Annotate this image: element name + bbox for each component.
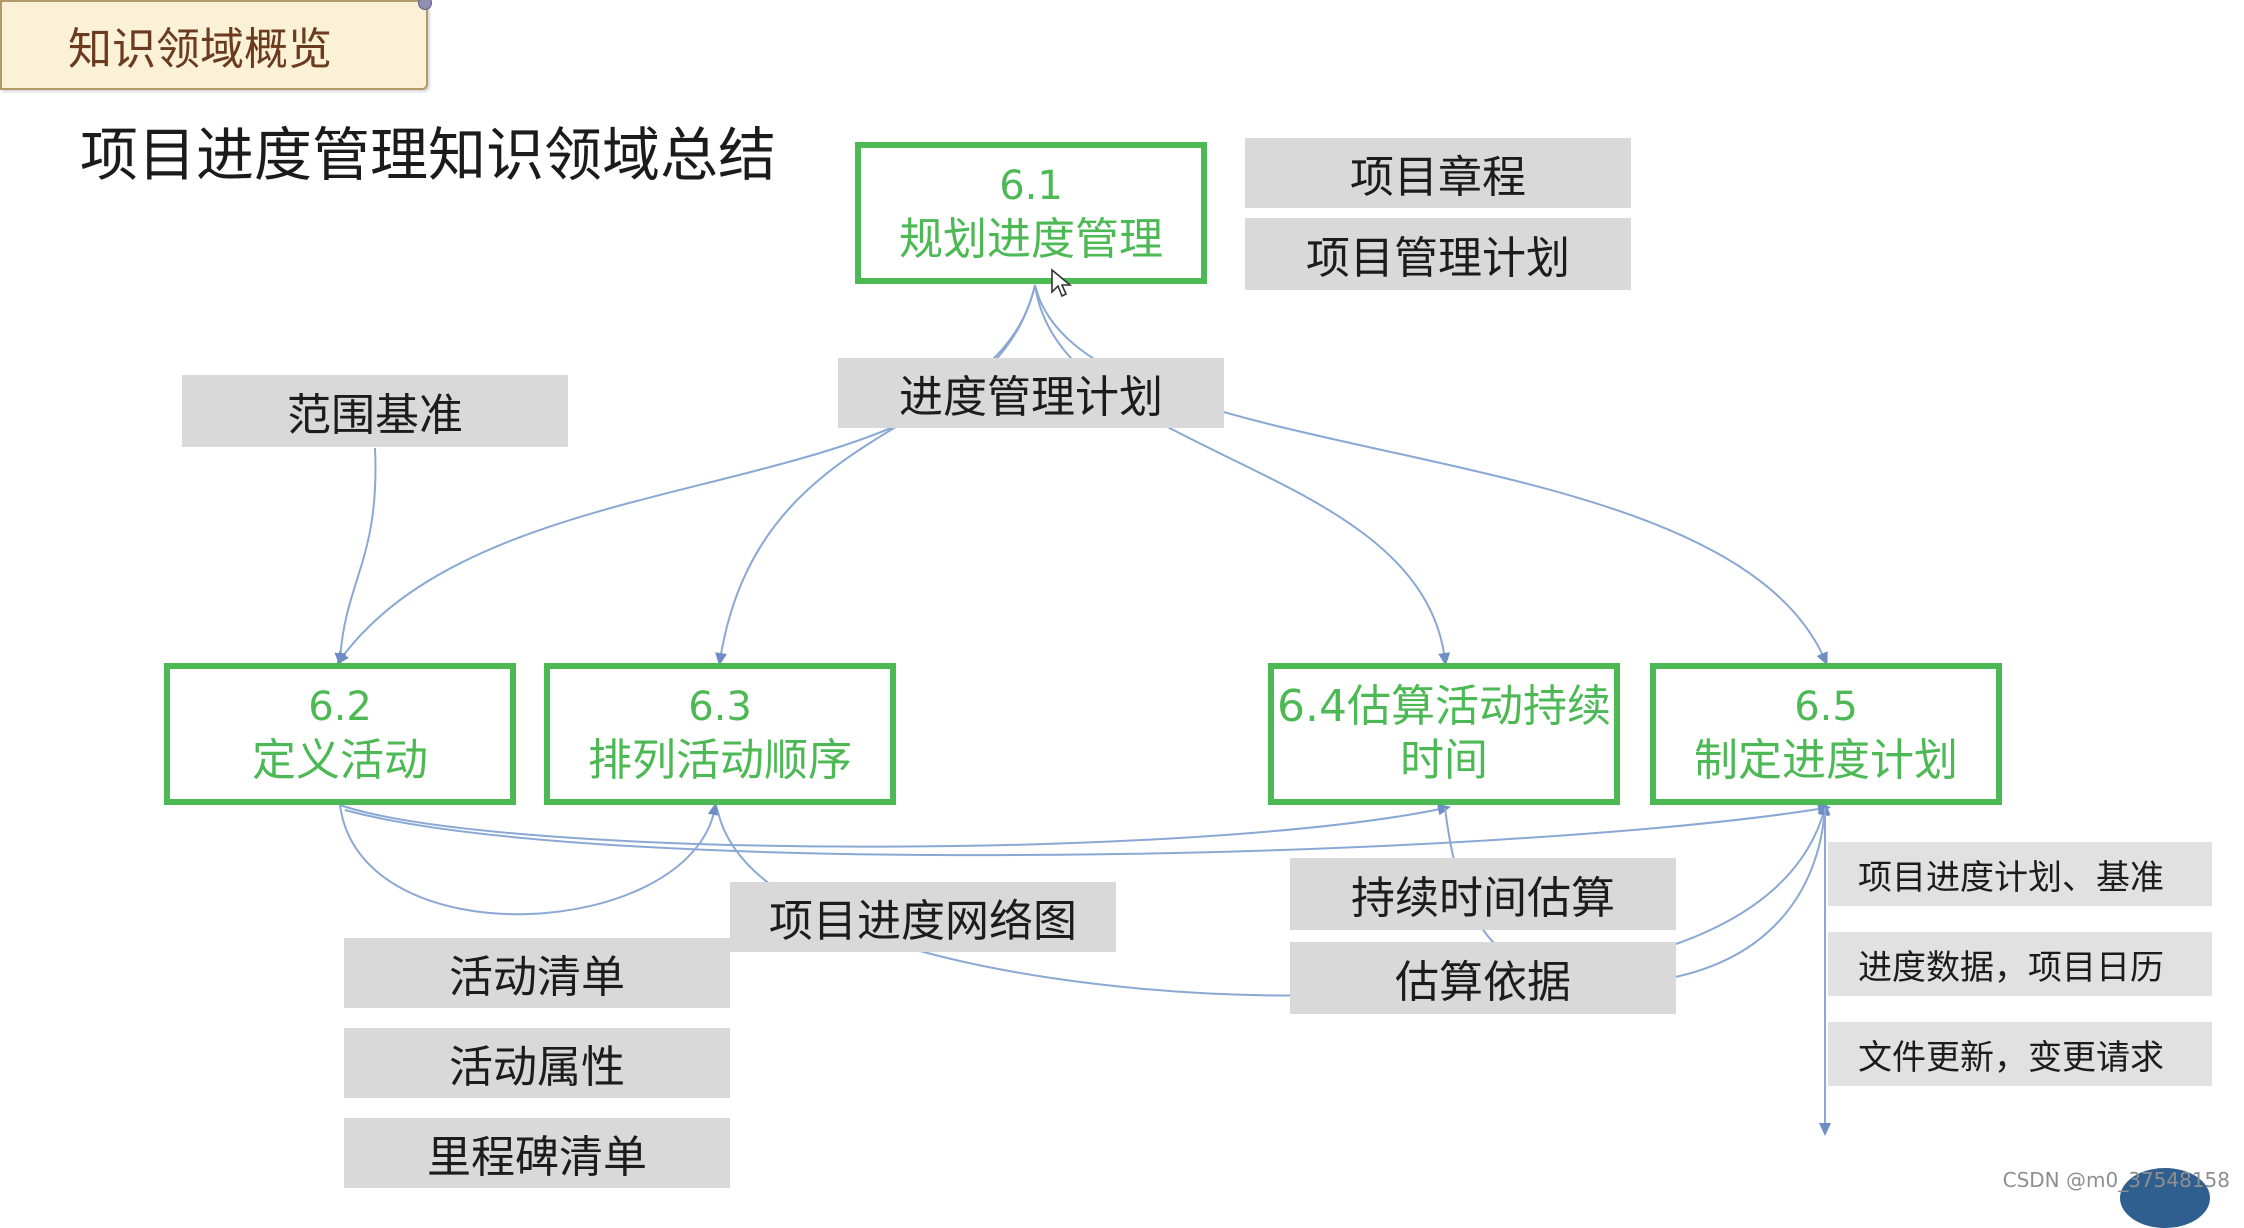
tag-pin-icon: [418, 0, 432, 10]
output-schedule-baseline: 项目进度计划、基准: [1828, 842, 2212, 906]
process-6-4: 6.4估算活动持续 时间: [1268, 663, 1620, 805]
page-title: 项目进度管理知识领域总结: [80, 121, 777, 189]
output-updates-change-requests: 文件更新，变更请求: [1828, 1022, 2212, 1086]
process-6-2: 6.2 定义活动: [164, 663, 516, 805]
output-activity-list: 活动清单: [344, 938, 730, 1008]
process-6-5-name: 制定进度计划: [1694, 735, 1958, 786]
process-6-3-name: 排列活动顺序: [588, 735, 852, 786]
output-network-diagram: 项目进度网络图: [730, 882, 1116, 952]
process-6-2-number: 6.2: [308, 684, 372, 730]
process-6-4-line2: 时间: [1400, 735, 1488, 786]
process-6-1: 6.1 规划进度管理: [855, 142, 1207, 284]
output-schedule-management-plan: 进度管理计划: [838, 358, 1224, 428]
edge-61-to-64: [1034, 284, 1451, 666]
process-6-1-name: 规划进度管理: [899, 214, 1163, 265]
process-6-3-number: 6.3: [688, 684, 752, 730]
process-6-5-number: 6.5: [1794, 684, 1858, 730]
edge-scope-to-62: [334, 447, 377, 666]
output-basis-of-estimates: 估算依据: [1290, 942, 1676, 1014]
input-scope-baseline: 范围基准: [182, 375, 568, 447]
watermark: CSDN @m0_37548158: [2002, 1168, 2230, 1192]
process-6-4-line1: 6.4估算活动持续: [1277, 681, 1611, 732]
mouse-cursor-icon: [1051, 268, 1072, 298]
edge-62-to-63: [339, 802, 720, 916]
output-activity-attributes: 活动属性: [344, 1028, 730, 1098]
edge-62-to-65: [344, 803, 1831, 857]
edge-61-to-63: [715, 284, 1036, 666]
section-tag: 知识领域概览: [0, 0, 432, 90]
process-6-2-name: 定义活动: [252, 735, 428, 786]
input-project-management-plan: 项目管理计划: [1245, 218, 1631, 290]
input-project-charter: 项目章程: [1245, 138, 1631, 208]
process-6-3: 6.3 排列活动顺序: [544, 663, 896, 805]
output-duration-estimates: 持续时间估算: [1290, 858, 1676, 930]
output-milestone-list: 里程碑清单: [344, 1118, 730, 1188]
edge-61-to-62: [336, 284, 1036, 665]
edge-61-to-65: [1034, 284, 1828, 666]
section-tag-label: 知识领域概览: [68, 24, 332, 75]
process-6-5: 6.5 制定进度计划: [1650, 663, 2002, 805]
output-schedule-data: 进度数据，项目日历: [1828, 932, 2212, 996]
process-6-1-number: 6.1: [999, 163, 1063, 209]
edge-62-to-64: [339, 803, 1451, 848]
